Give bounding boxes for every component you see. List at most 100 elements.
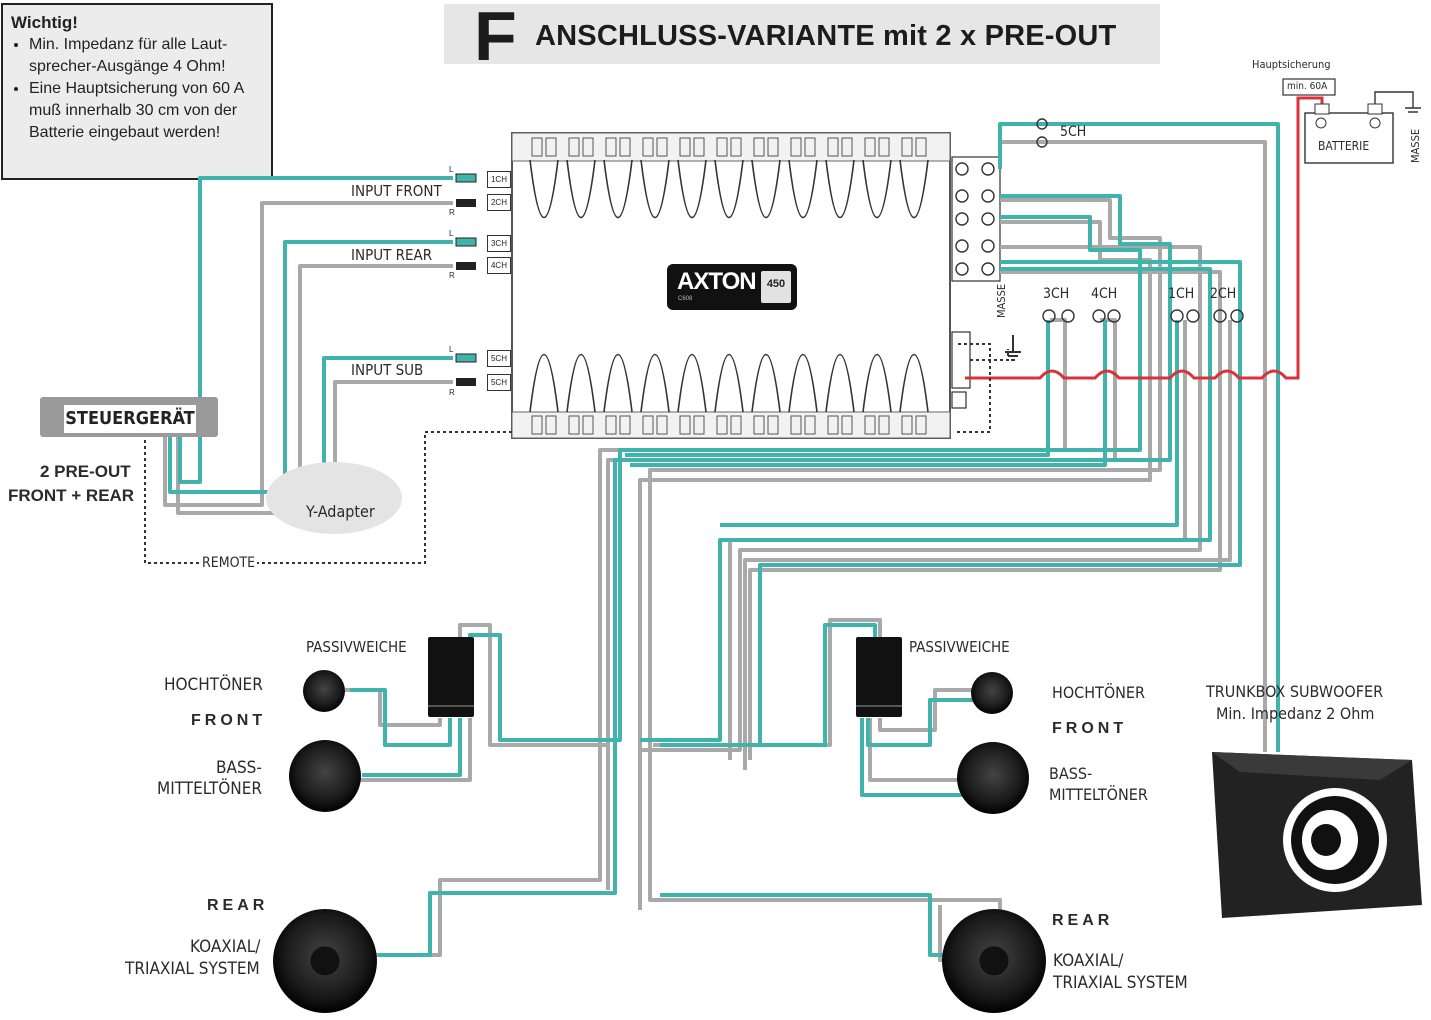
ch-tag-3: 3CH (487, 235, 511, 252)
page-title: ANSCHLUSS-VARIANTE mit 2 x PRE-OUT (535, 20, 1117, 52)
heatsink-slot (693, 137, 705, 157)
heatsink-fin (788, 159, 818, 218)
heatsink-fin (529, 354, 559, 413)
amp-ground-symbol (1005, 335, 1021, 361)
title-bar (444, 4, 1160, 64)
heatsink-fin (899, 354, 929, 413)
right-crossover-label: PASSIVWEICHE (909, 638, 1010, 656)
right-rear-system-line2: TRIAXIAL SYSTEM (1053, 973, 1188, 993)
left-front-label: FRONT (191, 712, 267, 729)
left-crossover (428, 637, 474, 717)
heatsink-fin (677, 354, 707, 413)
output-1ch-label: 1CH (1168, 286, 1195, 302)
input-front-l: L (449, 165, 454, 174)
amp-watts: 450 (761, 271, 791, 303)
heatsink-slot (767, 137, 779, 157)
heatsink-fin (714, 159, 744, 218)
output-3ch-label: 3CH (1043, 286, 1070, 302)
left-tweeter-label: HOCHTÖNER (164, 675, 263, 695)
heatsink-slot (864, 137, 876, 157)
ch-tag-5b: 5CH (487, 374, 511, 391)
remote-label: REMOTE (200, 555, 258, 571)
fuse-value: min. 60A (1287, 81, 1328, 92)
heatsink-slot (619, 137, 631, 157)
heatsink-fin (603, 354, 633, 413)
input-rear-r: R (449, 271, 455, 280)
heatsink-fin (566, 354, 596, 413)
left-rear-speaker (273, 909, 377, 1013)
heatsink-slot (827, 415, 839, 435)
battery-label: BATTERIE (1318, 139, 1370, 153)
right-tweeter-label: HOCHTÖNER (1052, 683, 1146, 702)
right-crossover (856, 637, 902, 717)
power-wire (965, 96, 1324, 380)
left-woofer (289, 740, 361, 812)
heatsink-slot (753, 415, 765, 435)
heatsink-fins-top (529, 137, 929, 218)
heatsink-fin (862, 354, 892, 413)
y-adapter-label: Y-Adapter (306, 502, 375, 521)
heatsink-slot (716, 415, 728, 435)
amp-model: C608 (678, 296, 693, 302)
subwoofer-box (1212, 752, 1422, 918)
heatsink-slot (568, 137, 580, 157)
ch-tag-4: 4CH (487, 257, 511, 274)
battery (1282, 78, 1421, 164)
subwoofer-impedance: Min. Impedanz 2 Ohm (1216, 704, 1375, 723)
input-rear-label: INPUT REAR (351, 246, 433, 264)
right-woofer (957, 742, 1029, 814)
right-front-label: FRONT (1052, 720, 1128, 737)
heatsink-fin (751, 159, 781, 218)
heatsink-slot (767, 415, 779, 435)
output-2ch-label: 2CH (1210, 286, 1237, 302)
heatsink-slot (545, 137, 557, 157)
variant-letter: F (474, 0, 517, 75)
heatsink-fin (640, 354, 670, 413)
heatsink-slot (915, 137, 927, 157)
left-rear-label: REAR (207, 897, 269, 914)
heatsink-slot (545, 415, 557, 435)
heatsink-slot (531, 137, 543, 157)
speaker-terminals (1042, 309, 1244, 323)
heatsink-fin (825, 354, 855, 413)
input-front-label: INPUT FRONT (351, 182, 442, 200)
heatsink-slot (878, 415, 890, 435)
remote-wire (144, 431, 512, 564)
heatsink-slot (878, 137, 890, 157)
heatsink-fin (640, 159, 670, 218)
terminal-5ch (1036, 118, 1048, 148)
heatsink-fin (862, 159, 892, 218)
output-4ch-label: 4CH (1091, 286, 1118, 302)
y-adapter-zone (266, 462, 402, 534)
fuse-label: Hauptsicherung (1252, 58, 1331, 71)
preout-line2: FRONT + REAR (8, 486, 135, 505)
amp-ground-label: MASSE (995, 283, 1008, 318)
heatsink-slot (605, 137, 617, 157)
heatsink-slot (864, 415, 876, 435)
heatsink-fins-bottom (529, 354, 929, 435)
right-rear-speaker (942, 909, 1046, 1013)
notice-list: Min. Impedanz für alle Laut-sprecher-Aus… (11, 34, 263, 144)
heatsink-slot (790, 415, 802, 435)
notice-box: Wichtig! Min. Impedanz für alle Laut-spr… (1, 3, 273, 180)
notice-item-impedance: Min. Impedanz für alle Laut-sprecher-Aus… (29, 34, 263, 78)
heatsink-fin (677, 159, 707, 218)
heatsink-slot (901, 415, 913, 435)
heatsink-slot (679, 415, 691, 435)
heatsink-slot (790, 137, 802, 157)
preout-line1: 2 PRE-OUT (40, 462, 131, 481)
heatsink-fin (825, 159, 855, 218)
heatsink-slot (568, 415, 580, 435)
subwoofer-title: TRUNKBOX SUBWOOFER (1206, 682, 1384, 701)
heatsink-fin (788, 354, 818, 413)
right-woofer-line1: BASS- (1049, 764, 1093, 783)
input-rear-l: L (449, 229, 454, 238)
control-unit-label: STEUERGERÄT (64, 405, 196, 433)
right-tweeter (971, 672, 1013, 714)
left-woofer-line1: BASS- (216, 758, 262, 778)
heatsink-fin (529, 159, 559, 218)
heatsink-slot (693, 415, 705, 435)
heatsink-slot (531, 415, 543, 435)
heatsink-slot (841, 415, 853, 435)
